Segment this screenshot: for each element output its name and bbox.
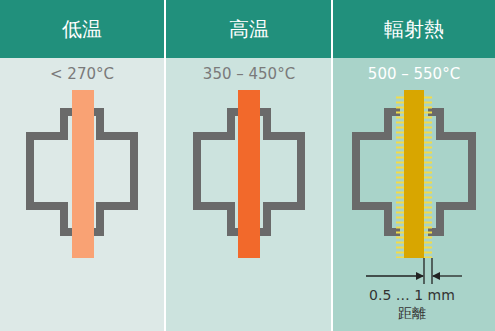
header-band: 輻射熱 bbox=[333, 0, 495, 58]
heater-bar bbox=[404, 90, 424, 258]
heater-bar bbox=[72, 90, 94, 258]
panel-ground bbox=[166, 0, 331, 331]
temperature-label: 350 – 450°C bbox=[203, 66, 295, 83]
header-band: 高温 bbox=[166, 0, 331, 58]
panel-ground bbox=[0, 0, 164, 331]
heater-bar bbox=[238, 90, 260, 258]
panel-ground bbox=[333, 0, 495, 331]
dimension-label: 0.5 … 1 mm bbox=[369, 288, 455, 303]
header-text: 高温 bbox=[229, 16, 269, 43]
temperature-label: < 270°C bbox=[50, 66, 114, 83]
header-text: 低温 bbox=[62, 16, 102, 43]
temperature-label: 500 – 550°C bbox=[368, 66, 460, 83]
header-text: 輻射熱 bbox=[384, 16, 444, 43]
header-band: 低温 bbox=[0, 0, 164, 58]
dimension-label: 距離 bbox=[398, 306, 426, 321]
dimension-lines bbox=[366, 258, 462, 284]
